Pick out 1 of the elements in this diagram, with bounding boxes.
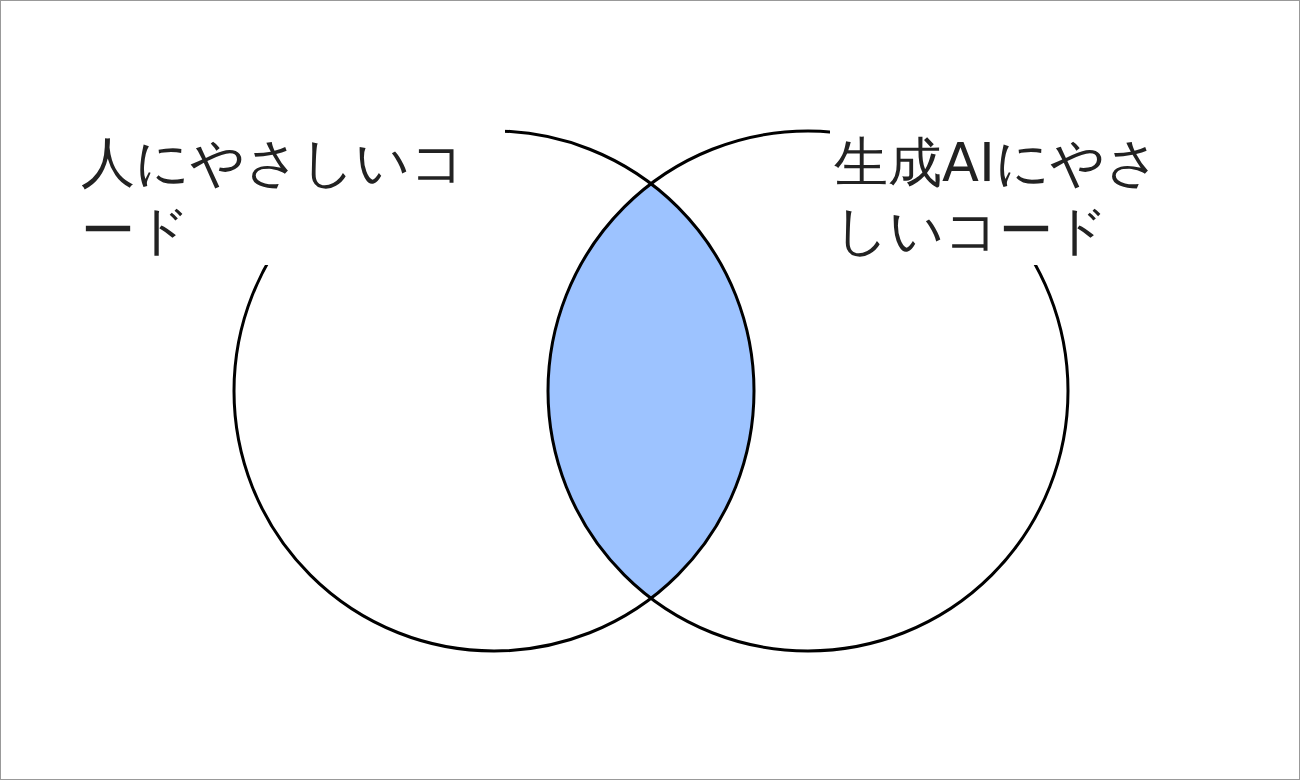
overlap-region [548,183,754,599]
